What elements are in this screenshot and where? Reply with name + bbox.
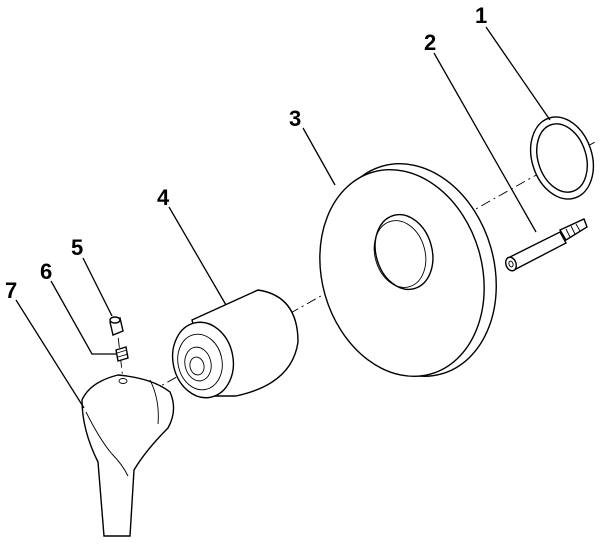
part-label-7: 7	[5, 278, 17, 303]
leader-line-7	[15, 299, 85, 409]
leader-line-6	[50, 280, 116, 355]
leader-line-5	[82, 257, 113, 317]
part-label-5: 5	[71, 235, 83, 260]
grub-screw-part	[115, 346, 129, 362]
leader-line-1	[485, 26, 551, 121]
part-label-3: 3	[289, 106, 301, 131]
leader-line-3	[302, 127, 336, 186]
part-label-1: 1	[475, 3, 487, 28]
leader-line-2	[433, 52, 537, 233]
set-screw-part	[109, 316, 124, 336]
lever-handle-part	[81, 374, 175, 537]
sleeve-part	[171, 289, 299, 399]
leader-line-4	[168, 206, 227, 306]
part-label-6: 6	[40, 259, 52, 284]
o-ring-part	[529, 116, 595, 200]
part-label-2: 2	[424, 30, 436, 55]
part-label-4: 4	[157, 185, 170, 210]
escutcheon-plate-part	[319, 163, 497, 378]
extension-spindle-part	[505, 218, 588, 272]
